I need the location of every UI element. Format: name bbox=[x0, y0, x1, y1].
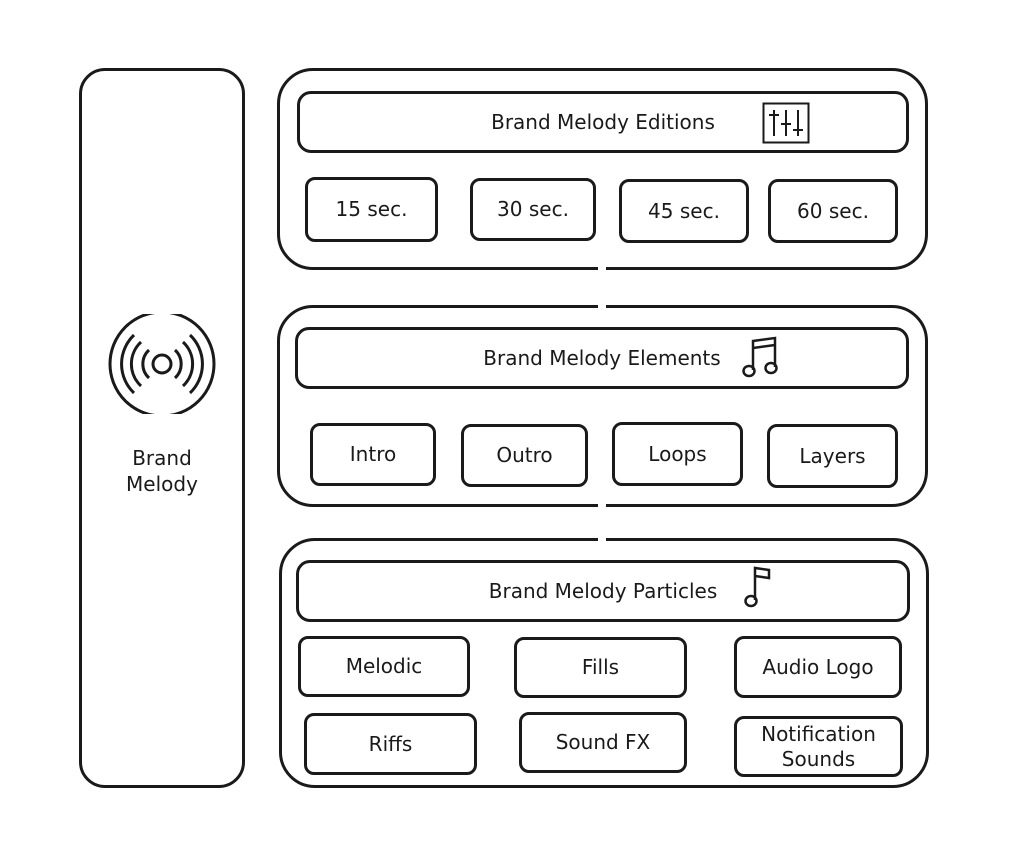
elements-title: Brand Melody Elements bbox=[483, 346, 721, 370]
edition-label: 15 sec. bbox=[335, 197, 408, 221]
particle-fills-button[interactable]: Fills bbox=[514, 637, 687, 698]
particle-riffs-button[interactable]: Riffs bbox=[304, 713, 477, 775]
particle-label: Riffs bbox=[368, 731, 413, 756]
editions-header: Brand Melody Editions bbox=[297, 91, 909, 153]
element-loops-button[interactable]: Loops bbox=[612, 422, 743, 486]
element-label: Loops bbox=[648, 441, 707, 466]
editions-title: Brand Melody Editions bbox=[491, 110, 715, 134]
element-label: Intro bbox=[349, 442, 397, 466]
music-note-icon bbox=[744, 566, 771, 608]
particle-label-line2: Sounds bbox=[781, 746, 856, 771]
element-intro-button[interactable]: Intro bbox=[310, 423, 436, 486]
vinyl-record-icon bbox=[108, 314, 216, 414]
particle-label-line1: Notification bbox=[761, 721, 876, 746]
sidebar-label-line2: Melody bbox=[126, 472, 198, 496]
particle-melodic-button[interactable]: Melodic bbox=[298, 636, 470, 697]
particle-sound-fx-button[interactable]: Sound FX bbox=[519, 712, 687, 773]
elements-header: Brand Melody Elements bbox=[295, 327, 909, 389]
particles-title: Brand Melody Particles bbox=[488, 579, 718, 603]
edition-15-sec-button[interactable]: 15 sec. bbox=[305, 177, 438, 242]
panel-divider bbox=[598, 533, 606, 543]
sidebar-label-line1: Brand bbox=[132, 446, 192, 470]
particle-label: Sound FX bbox=[555, 730, 651, 754]
edition-label: 45 sec. bbox=[648, 198, 720, 223]
brand-melody-sidebar: Brand Melody bbox=[79, 68, 245, 788]
music-notes-icon bbox=[742, 336, 778, 378]
sidebar-label: Brand Melody bbox=[82, 445, 242, 497]
particle-notification-sounds-button[interactable]: Notification Sounds bbox=[734, 716, 903, 777]
mixer-sliders-icon bbox=[762, 102, 810, 144]
edition-45-sec-button[interactable]: 45 sec. bbox=[619, 179, 749, 243]
element-label: Outro bbox=[496, 443, 553, 467]
element-label: Layers bbox=[799, 443, 866, 468]
particles-header: Brand Melody Particles bbox=[296, 560, 910, 622]
particle-label: Fills bbox=[581, 655, 620, 679]
edition-60-sec-button[interactable]: 60 sec. bbox=[768, 179, 898, 243]
element-outro-button[interactable]: Outro bbox=[461, 424, 588, 487]
particle-audio-logo-button[interactable]: Audio Logo bbox=[734, 636, 902, 698]
particle-label: Audio Logo bbox=[762, 654, 874, 679]
edition-label: 60 sec. bbox=[797, 198, 869, 223]
particle-label: Melodic bbox=[345, 654, 423, 678]
edition-30-sec-button[interactable]: 30 sec. bbox=[470, 178, 596, 241]
edition-label: 30 sec. bbox=[497, 197, 569, 221]
element-layers-button[interactable]: Layers bbox=[767, 424, 898, 488]
panel-divider bbox=[598, 264, 606, 274]
panel-divider bbox=[598, 300, 606, 310]
panel-divider bbox=[598, 501, 606, 511]
